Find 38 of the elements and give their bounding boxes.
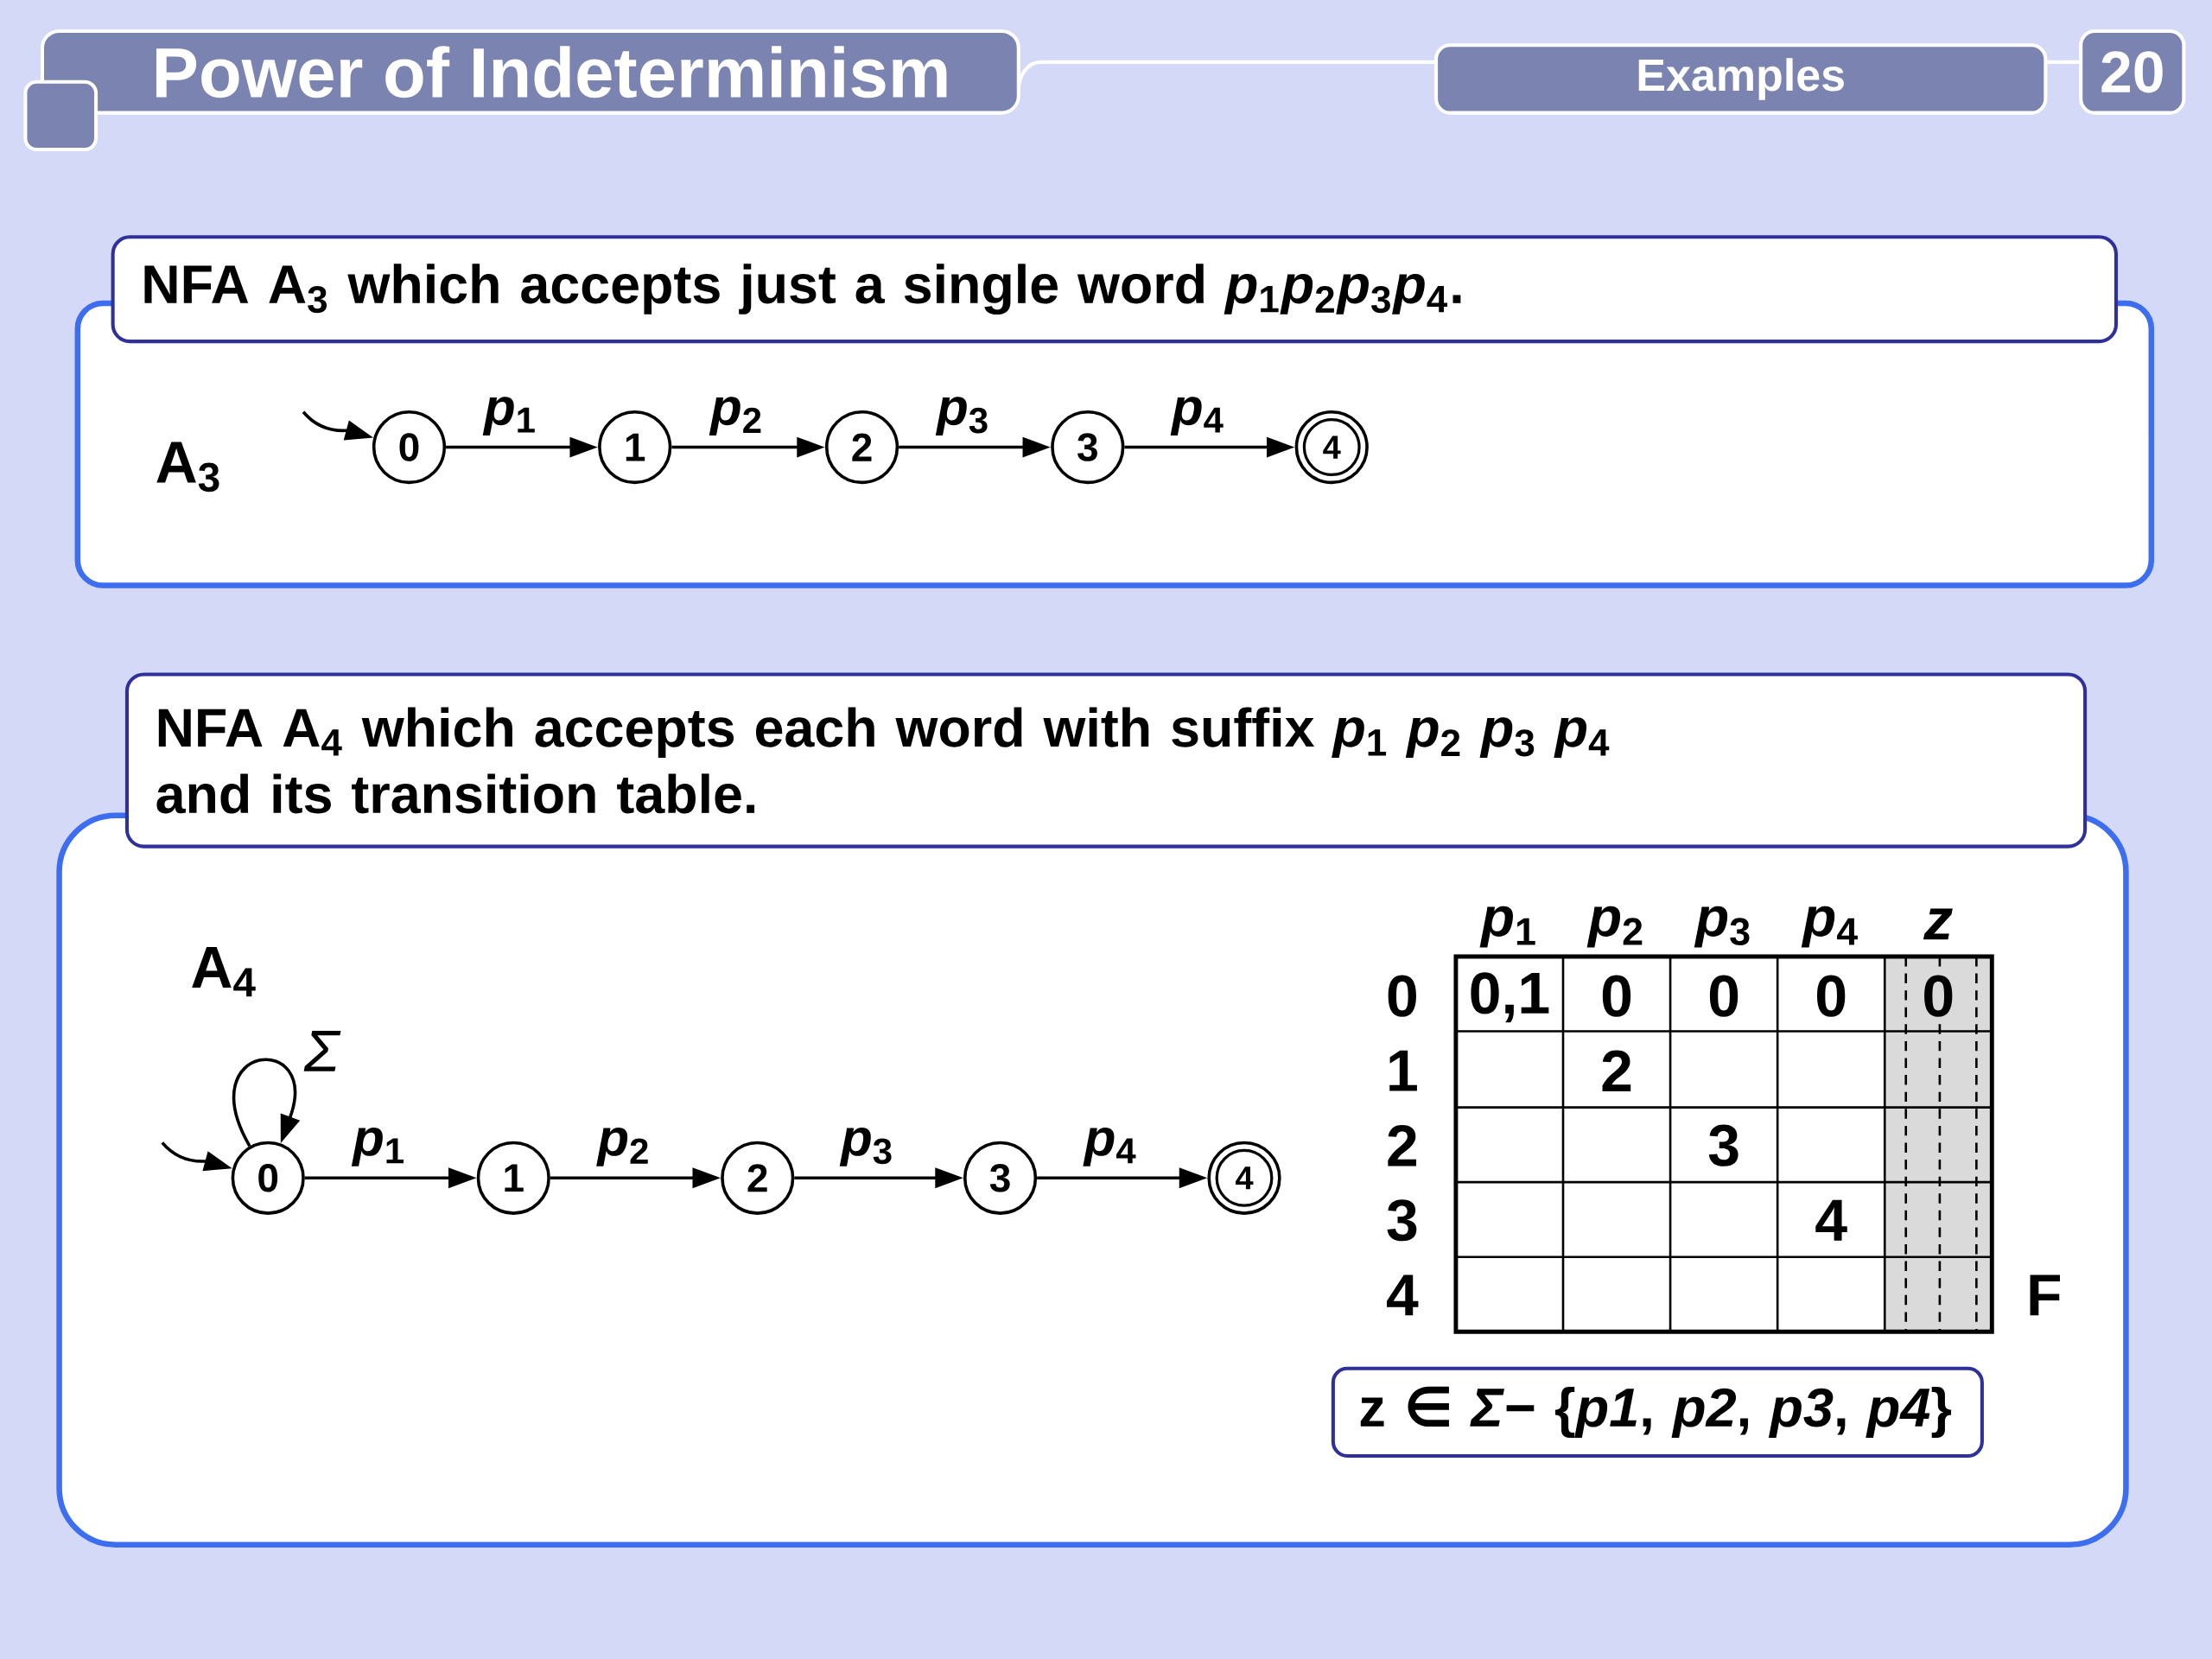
- loop-arrow: [232, 1058, 301, 1147]
- edge-label: Σ: [303, 1030, 341, 1071]
- column-header: p$_{3}$: [1694, 906, 1750, 948]
- edge-label: p$_{4}$: [1170, 397, 1224, 435]
- section-tab: Examples: [1434, 43, 2048, 115]
- table-cell: 0: [1919, 972, 1958, 1020]
- edge-label: p$_{2}$: [596, 1128, 648, 1166]
- table-cell: 2: [1602, 1050, 1631, 1091]
- edge-label: p$_{1}$: [351, 1128, 404, 1166]
- accepting-state: 4: [1207, 1141, 1281, 1215]
- row-header: 2: [1388, 1125, 1417, 1166]
- heading-box: NFA A$_{4}$ which accepts each word with suffix p$_{1}$ p$_{2}$ p$_{3}$ p$_{4}$ and its transition table.: [124, 672, 2088, 849]
- table-cell: 3: [1708, 1124, 1738, 1166]
- edge-label: p$_{1}$: [482, 397, 535, 435]
- table-cell: 0: [1602, 975, 1631, 1017]
- formula-box: z ∈ Σ− {p1, p2, p3, p4}: [1331, 1366, 1984, 1458]
- accepting-state: 4: [1294, 410, 1369, 485]
- table-cell: 0,1: [1471, 972, 1549, 1023]
- row-header: 1: [1389, 1050, 1417, 1091]
- table-cell: 0: [1709, 975, 1738, 1017]
- row-header: 3: [1387, 1199, 1417, 1242]
- table-cell: 4: [1815, 1199, 1847, 1241]
- column-header: z: [1923, 908, 1953, 940]
- row-header: 0: [1388, 975, 1416, 1017]
- final-mark: F: [2030, 1274, 2060, 1316]
- column-header: p$_{1}$: [1479, 906, 1535, 948]
- edge-label: p$_{4}$: [1083, 1128, 1136, 1166]
- column-header: p$_{2}$: [1586, 906, 1643, 948]
- edge-label: p$_{2}$: [709, 397, 761, 435]
- table-cell: 0: [1817, 975, 1846, 1017]
- title-bar: Power of Indeterminism: [40, 29, 1020, 115]
- edge-label: p$_{3}$: [935, 397, 988, 435]
- heading-box: NFA A$_{3}$ which accepts just a single word p$_{1}$p$_{2}$p$_{3}$p$_{4}$.: [111, 235, 2119, 344]
- edge-label: p$_{3}$: [839, 1128, 892, 1166]
- row-header: 4: [1386, 1274, 1419, 1316]
- page-number-box: 20: [2079, 29, 2186, 115]
- node-label: A$_{3}$: [156, 442, 219, 493]
- column-header: p$_{4}$: [1801, 906, 1858, 948]
